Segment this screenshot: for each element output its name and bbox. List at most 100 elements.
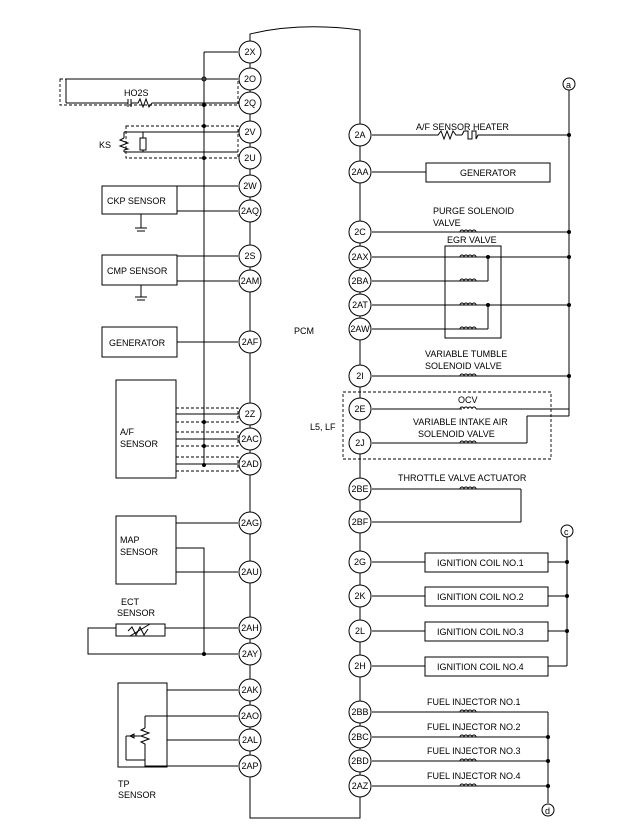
cmp-sensor-box [101,254,178,286]
purge-label-2: VALVE [433,218,461,228]
left-pin-label: 2AU [241,567,259,577]
left-pin-circle [238,704,262,728]
egr-box [444,245,502,339]
left-pin-label: 2AK [241,685,258,695]
right-pin-circle [348,293,372,317]
map-sensor-box [115,515,177,585]
right-pin-label: 2BE [351,484,368,494]
right-pin-circle [348,510,372,534]
left-pin-label: 2AG [241,518,259,528]
right-pin-label: 2A [354,130,365,140]
right-pin-label: 2E [354,404,365,414]
left-pin-circle [238,67,262,91]
ckp-sensor-box [101,185,178,215]
inj-4-label: FUEL INJECTOR NO.4 [427,771,521,781]
af-sensor-label-1: A/F [120,427,135,437]
inj-3-label: FUEL INJECTOR NO.3 [427,746,521,756]
tumble-label-1: VARIABLE TUMBLE [425,349,507,359]
inj-1-label: FUEL INJECTOR NO.1 [427,697,521,707]
right-pin-circle [348,431,372,455]
right-pin-circle [348,160,372,184]
left-pin-label: 2U [244,153,256,163]
tp-sensor-box [117,682,168,768]
left-pin-label: 2O [244,74,256,84]
right-pin-label: 2BC [351,732,369,742]
ckp-sensor-label: CKP SENSOR [107,196,166,206]
cmp-sensor-label: CMP SENSOR [107,266,168,276]
right-pin-circle [348,477,372,501]
right-pin-circle [348,269,372,293]
right-pin-label: 2AA [351,167,368,177]
left-pin-label: 2AY [242,649,258,659]
tp-sensor-label-2: SENSOR [118,790,157,800]
left-pin-label: 2V [244,127,255,137]
ect-sensor-label-2: SENSOR [117,608,156,618]
left-pin-label: 2AL [242,735,258,745]
left-pin-circle [238,146,262,170]
left-pin-circle [238,244,262,268]
right-pin-label: 2AW [350,324,370,334]
ks-label: KS [99,140,111,150]
pcm-body [249,26,361,819]
left-pin-label: 2AF [242,337,259,347]
right-pin-circle [348,123,372,147]
pcm-label: PCM [294,326,314,336]
coil-1-label: IGNITION COIL NO.1 [437,558,524,568]
left-pin-label: 2AC [241,434,259,444]
variant-label: L5, LF [310,422,336,432]
right-pin-circle [348,619,372,643]
right-pin-circle [348,654,372,678]
bus-c-label: c [564,527,569,537]
right-pin-circle [348,364,372,388]
left-pin-circle [238,40,262,64]
left-pin-circle [238,678,262,702]
left-pin-label: 2AH [241,623,259,633]
left-pin-label: 2Z [245,409,256,419]
ho2s-shield [59,78,239,106]
right-pin-label: 2AX [351,252,368,262]
right-pin-label: 2L [355,626,365,636]
right-pin-label: 2J [355,438,365,448]
right-pin-label: 2BD [351,756,369,766]
right-pin-label: 2AZ [352,781,369,791]
left-pin-label: 2Q [244,98,256,108]
throttle-label: THROTTLE VALVE ACTUATOR [398,473,527,483]
left-pin-circle [238,269,262,293]
left-pin-circle [238,91,262,115]
intake-label-2: SOLENOID VALVE [418,429,495,439]
right-pin-label: 2BA [351,276,368,286]
intake-label-1: VARIABLE INTAKE AIR [413,417,508,427]
ect-sensor-label-1: ECT [121,597,140,607]
generator-right-label: GENERATOR [460,168,517,178]
right-pin-circle [348,550,372,574]
left-pin-circle [238,174,262,198]
coil-3-label: IGNITION COIL NO.3 [437,627,524,637]
left-pin-circle [238,402,262,426]
af-heater-label: A/F SENSOR HEATER [416,122,509,132]
left-pin-circle [238,728,262,752]
left-pin-circle [238,642,262,666]
right-connector-pins: 2A2AA2C2AX2BA2AT2AW2I2E2J2BE2BF2G2K2L2H2… [348,123,372,798]
l5-lf-box [342,391,552,460]
right-pin-circle [348,397,372,421]
generator-left-box [101,326,178,358]
left-pin-label: 2AP [241,761,258,771]
left-pin-label: 2AD [241,459,259,469]
coil-4-label: IGNITION COIL NO.4 [437,662,524,672]
af-sensor-label-2: SENSOR [120,439,159,449]
right-pin-circle [348,749,372,773]
inj-2-label: FUEL INJECTOR NO.2 [427,722,521,732]
right-pin-label: 2C [354,227,366,237]
right-pin-circle [348,700,372,724]
right-pin-circle [348,245,372,269]
left-pin-label: 2X [244,47,255,57]
left-pin-label: 2AQ [241,206,259,216]
left-pin-circle [238,330,262,354]
right-pin-label: 2I [356,371,364,381]
right-pin-label: 2H [354,661,366,671]
purge-label-1: PURGE SOLENOID [433,206,515,216]
map-sensor-label-2: SENSOR [120,547,159,557]
left-pin-label: 2AO [241,711,259,721]
coil-2-label: IGNITION COIL NO.2 [437,592,524,602]
right-pin-circle [348,317,372,341]
